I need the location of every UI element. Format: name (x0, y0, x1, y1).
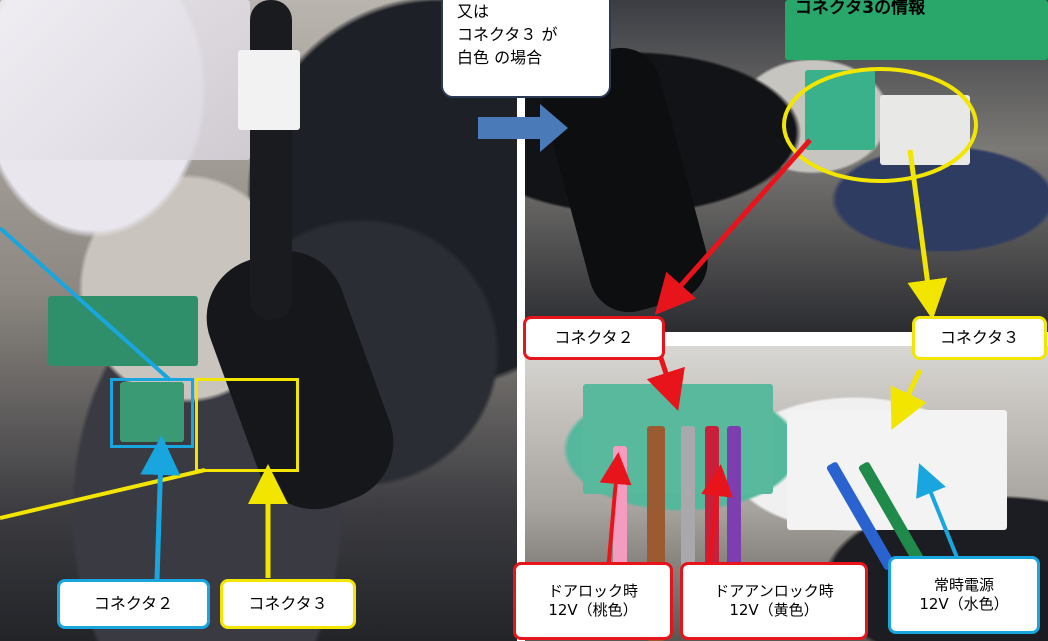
constant-power-label: 常時電源 12V（水色） (888, 556, 1040, 634)
green-connector-block (48, 296, 198, 366)
left-wiring-photo (0, 0, 517, 641)
yellow-pointer-arrow (701, 464, 733, 573)
blue-up-arrow (140, 435, 181, 581)
highlight-ellipse (782, 67, 978, 183)
connector3-frame (195, 378, 299, 472)
left-connector2-text: コネクタ２ (93, 593, 174, 613)
green-connector-small (120, 382, 184, 442)
right-connector2-text: コネクタ２ (554, 327, 634, 347)
yellow-down-arrow (890, 368, 927, 431)
yellow-diagonal-arrow (907, 149, 948, 320)
red-down-arrow (646, 354, 685, 412)
constant-power-line1: 常時電源 (933, 575, 994, 594)
door-unlock-line2: 12V（黄色） (729, 601, 819, 619)
door-unlock-label: ドアアンロック時 12V（黄色） (680, 562, 868, 640)
constant-power-line2: 12V（水色） (919, 595, 1009, 613)
door-lock-line1: ドアロック時 (547, 581, 638, 600)
right-connector2-label: コネクタ２ (523, 316, 665, 360)
note-line-3: 白色 の場合 (457, 48, 543, 68)
left-connector3-text: コネクタ３ (248, 593, 328, 613)
white-connector-top (880, 95, 970, 165)
note-line-1: 又は (457, 2, 490, 21)
green-panel-top (785, 0, 1048, 60)
door-lock-label: ドアロック時 12V（桃色） (513, 562, 673, 640)
door-lock-line2: 12V（桃色） (548, 601, 638, 619)
note-line-2: コネクタ３ が (457, 25, 558, 45)
left-connector3-label: コネクタ３ (220, 579, 356, 629)
door-unlock-line1: ドアアンロック時 (714, 581, 834, 600)
red-diagonal-arrow (654, 138, 812, 315)
blue-pointer-arrow (916, 463, 962, 566)
white-tape (238, 50, 300, 130)
left-connector2-label: コネクタ２ (57, 579, 210, 629)
blue-leader-line (0, 226, 172, 382)
note-box: 又は コネクタ３ が 白色 の場合 (441, 0, 611, 98)
right-connector3-text: コネクタ３ (939, 327, 1020, 347)
yellow-leader-line (0, 468, 206, 520)
pink-pointer-arrow (599, 452, 632, 573)
block-arrow-icon (478, 104, 568, 152)
info-title: コネクタ3の情報 (794, 0, 926, 18)
fuse-panel (0, 0, 250, 160)
right-connector3-label: コネクタ３ (912, 316, 1047, 360)
